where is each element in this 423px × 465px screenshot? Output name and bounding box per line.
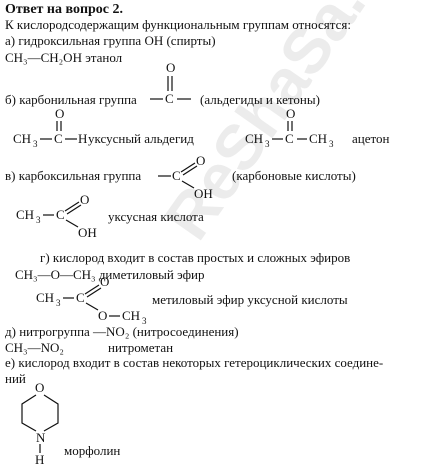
svg-text:OH: OH [78,225,97,240]
item-a-text: а) гидроксильная группа ОН (спирты) [5,33,216,48]
svg-text:C: C [172,168,181,183]
methyl-acetate-name: метиловый эфир уксусной кислоты [152,292,348,307]
svg-text:3: 3 [33,139,38,149]
acetaldehyde-name: уксусный альдегид [88,131,194,146]
svg-text:3: 3 [36,215,41,225]
dimethyl-ether-formula: CH₃—O—CH₃ диметиловый эфир [15,267,205,282]
intro-text: К кислородсодержащим функциональным груп… [5,17,351,32]
acetone-name: ацетон [352,131,390,146]
item-v-text: в) карбоксильная группа [5,168,142,183]
svg-text:CH: CH [16,207,34,222]
nitromethane-formula: CH₃—NO₂ [5,340,64,355]
item-g-text: г) кислород входит в состав простых и сл… [40,250,351,265]
morpholine-name: морфолин [64,443,121,458]
svg-text:CH: CH [13,131,31,146]
svg-text:CH: CH [122,308,140,323]
item-b-class: (альдегиды и кетоны) [200,92,320,107]
svg-text:O: O [35,380,44,395]
item-a-formula: CH₃—CH₂OH этанол [5,50,123,65]
svg-text:C: C [56,207,65,222]
svg-text:O: O [98,308,107,323]
answer-title: Ответ на вопрос 2. [5,2,124,17]
svg-text:H: H [78,131,87,146]
svg-text:O: O [80,192,89,207]
nitromethane-name: нитрометан [108,340,174,355]
svg-text:C: C [285,131,294,146]
svg-text:C: C [165,91,174,106]
svg-text:O: O [286,106,295,121]
item-b-text: б) карбонильная группа [5,92,137,107]
svg-text:C: C [54,131,63,146]
svg-text:3: 3 [142,316,147,326]
carbonyl-group-structure: O C [150,60,191,106]
svg-text:O: O [55,106,64,121]
svg-text:H: H [35,452,44,465]
svg-text:C: C [76,290,85,305]
acetic-acid-name: уксусная кислота [108,209,204,224]
item-e-text: е) кислород входит в состав некоторых ге… [5,355,384,370]
svg-text:3: 3 [329,139,334,149]
svg-text:3: 3 [56,298,61,308]
morpholine-structure: O N H [21,380,59,465]
item-d-text: д) нитрогруппа —NO₂ (нитросоединения) [5,324,239,339]
svg-text:CH: CH [36,290,54,305]
svg-text:3: 3 [265,139,270,149]
svg-text:O: O [196,153,205,168]
svg-text:O: O [100,274,109,289]
svg-text:CH: CH [309,131,327,146]
item-e-text-cont: ний [5,371,26,386]
svg-text:N: N [36,430,46,445]
svg-text:O: O [166,60,175,75]
item-v-class: (карбоновые кислоты) [232,168,356,183]
svg-text:CH: CH [245,131,263,146]
svg-text:OH: OH [194,186,213,201]
carboxyl-group-structure: C O OH [158,153,213,201]
